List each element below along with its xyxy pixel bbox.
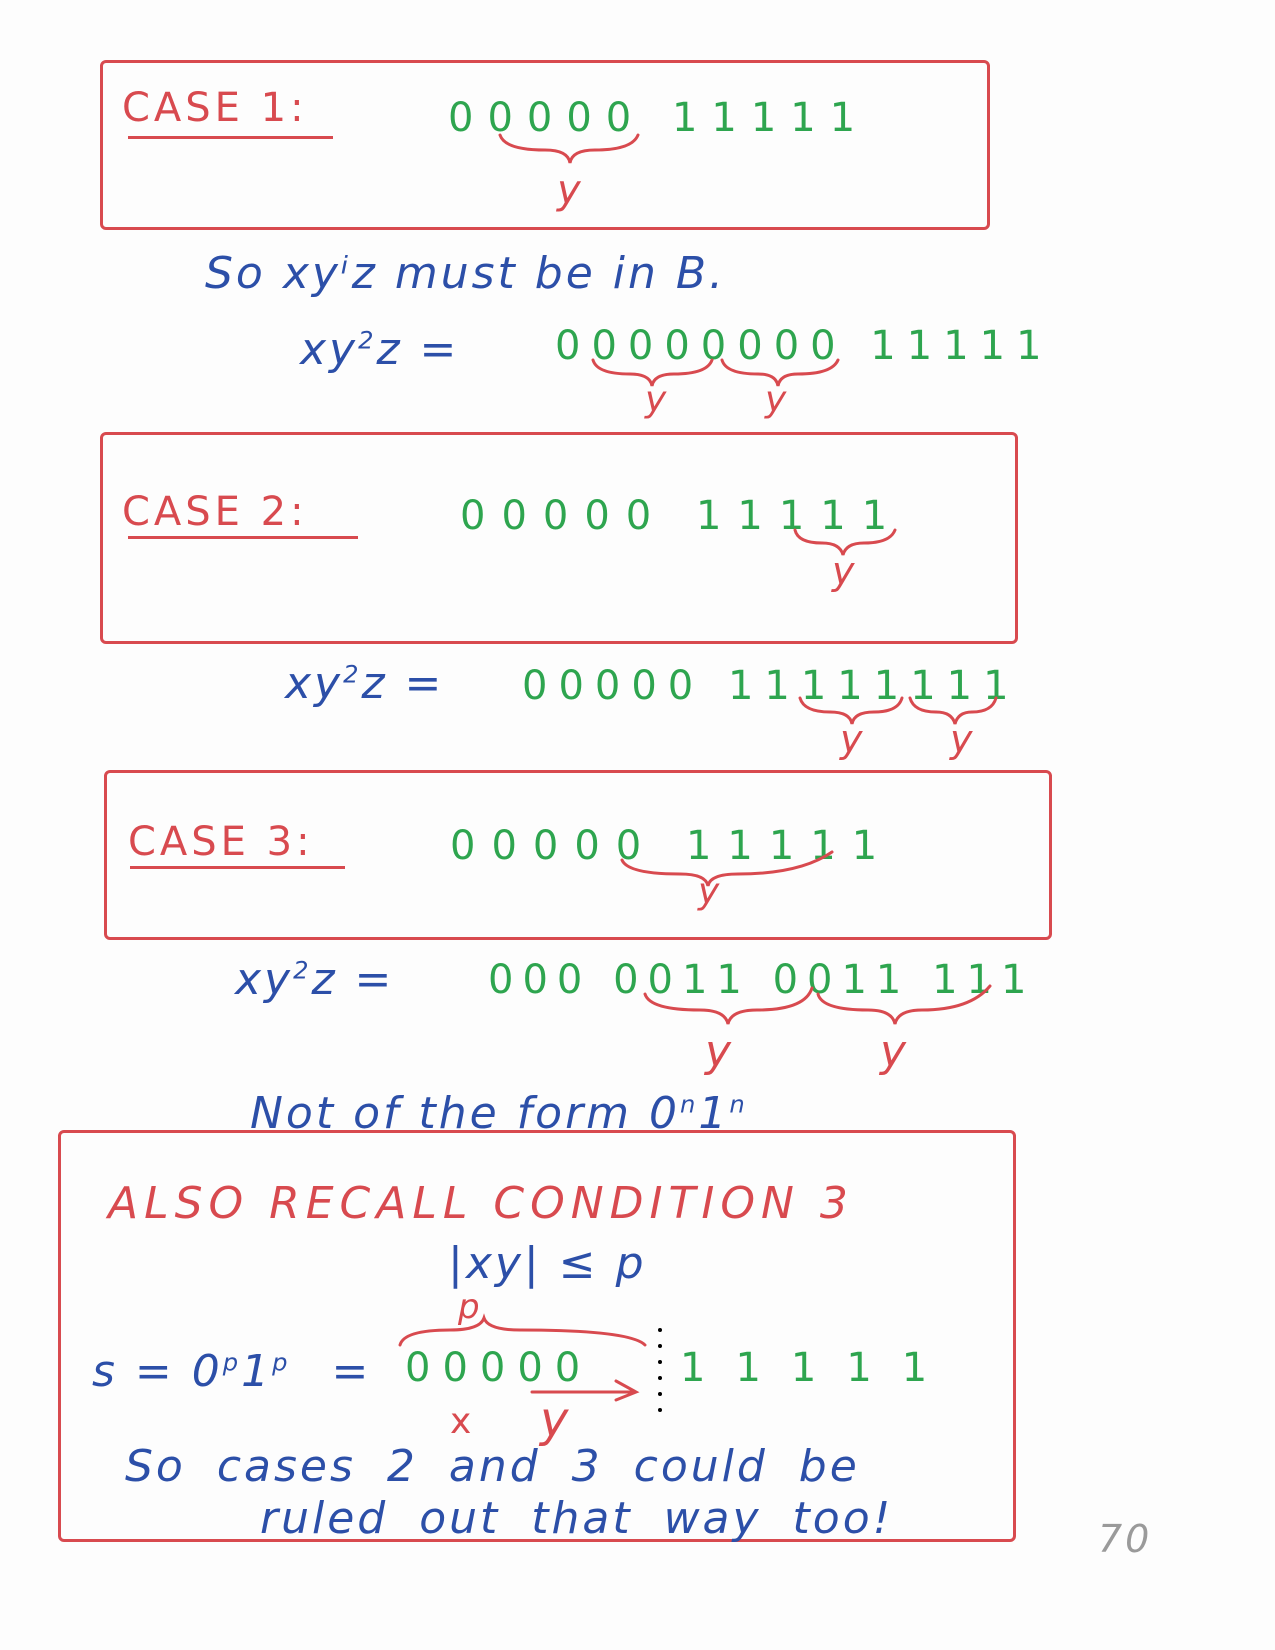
- case1-label: CASE 1:: [122, 85, 308, 131]
- pump2-lhs-tail: z =: [361, 658, 445, 709]
- case1-brace-label: y: [557, 167, 584, 213]
- divider-dot: [658, 1328, 662, 1332]
- case1-bits: 00000 11111: [448, 95, 870, 141]
- pump1-lhs-xy: xy: [300, 324, 359, 375]
- pump3-brace-label-2: y: [880, 1026, 910, 1077]
- recall-s-equals: =: [331, 1346, 372, 1397]
- recall-ones: 11111: [680, 1345, 958, 1391]
- pump3-conclusion-n2: n: [729, 1090, 748, 1119]
- case3-label: CASE 3:: [128, 819, 314, 865]
- pump3-lhs-xy: xy: [235, 954, 294, 1005]
- recall-note-line1: So cases 2 and 3 could be: [125, 1441, 860, 1492]
- recall-note-line2: ruled out that way too!: [260, 1493, 894, 1544]
- pump3-brace-1: [643, 986, 814, 1025]
- case2-bits: 00000 11111: [460, 493, 904, 539]
- case2-brace-label: y: [832, 549, 858, 593]
- case3-bits: 00000 11111: [450, 823, 894, 869]
- recall-s-definition: s = 0p1p =: [92, 1350, 371, 1394]
- pump2-lhs: xy2z =: [285, 662, 444, 706]
- recall-heading: ALSO RECALL CONDITION 3: [108, 1178, 854, 1229]
- pump2-lhs-xy: xy: [285, 658, 344, 709]
- pump3-conclusion-one: 1: [698, 1088, 730, 1139]
- case2-box: [100, 432, 1018, 644]
- pump1-brace-label-1: y: [645, 379, 670, 420]
- divider-dot: [658, 1376, 662, 1380]
- divider-dot: [658, 1344, 662, 1348]
- divider-dot: [658, 1360, 662, 1364]
- recall-brace: [398, 1313, 647, 1347]
- pump2-bits: 00000 11111111: [522, 663, 1020, 709]
- pump1-brace-2: [720, 358, 840, 387]
- recall-s-p1: p: [222, 1348, 242, 1377]
- pump3-conclusion: Not of the form 0n1n: [250, 1092, 748, 1136]
- pump2-brace-1: [798, 696, 904, 725]
- pump1-lhs: xy2z =: [300, 328, 459, 372]
- pump1-brace-1: [591, 358, 714, 387]
- page-number: 70: [1098, 1517, 1153, 1561]
- pump3-lhs-tail: z =: [311, 954, 395, 1005]
- case3-brace: [620, 850, 834, 887]
- recall-box: [58, 1130, 1016, 1542]
- recall-y-label: y: [540, 1392, 572, 1448]
- case2-underline: [128, 536, 358, 539]
- case2-label: CASE 2:: [122, 489, 308, 535]
- case3-underline: [130, 866, 345, 869]
- pump2-brace-2: [908, 696, 998, 725]
- recall-s-p2: p: [272, 1348, 291, 1377]
- pump1-bits: 00000000 11111: [555, 323, 1053, 369]
- recall-s-lhs: s = 0: [92, 1346, 223, 1397]
- pump3-brace-label-1: y: [705, 1026, 735, 1077]
- divider-dot: [658, 1392, 662, 1396]
- pump3-exponent: 2: [293, 956, 312, 985]
- case1-box: [100, 60, 990, 230]
- pump2-brace-label-1: y: [840, 717, 866, 761]
- case3-box: [104, 770, 1052, 940]
- pump1-brace-label-2: y: [765, 379, 790, 420]
- case1-brace: [498, 133, 640, 164]
- pump3-conclusion-text: Not of the form 0: [250, 1088, 681, 1139]
- divider-dot: [658, 1408, 662, 1412]
- recall-s-one: 1: [241, 1346, 273, 1397]
- case1-underline: [128, 136, 333, 139]
- pump3-bits: 000 0011 0011 111: [488, 957, 1036, 1003]
- case2-brace: [793, 528, 897, 556]
- recall-x-label: x: [450, 1401, 475, 1442]
- pump3-lhs: xy2z =: [235, 958, 394, 1002]
- pump1-statement: So xyⁱz must be in B.: [205, 248, 727, 299]
- pump3-conclusion-n1: n: [680, 1090, 699, 1119]
- pump3-brace-2: [816, 984, 992, 1025]
- case3-brace-label: y: [698, 871, 723, 912]
- recall-arrow: [530, 1379, 640, 1402]
- recall-brace-label: p: [458, 1287, 483, 1327]
- pump1-exponent: 2: [358, 326, 377, 355]
- pump2-brace-label-2: y: [950, 717, 976, 761]
- recall-condition: |xy| ≤ p: [448, 1238, 647, 1289]
- pump2-exponent: 2: [343, 660, 362, 689]
- recall-zeros: 00000: [405, 1345, 593, 1391]
- pump1-lhs-tail: z =: [376, 324, 460, 375]
